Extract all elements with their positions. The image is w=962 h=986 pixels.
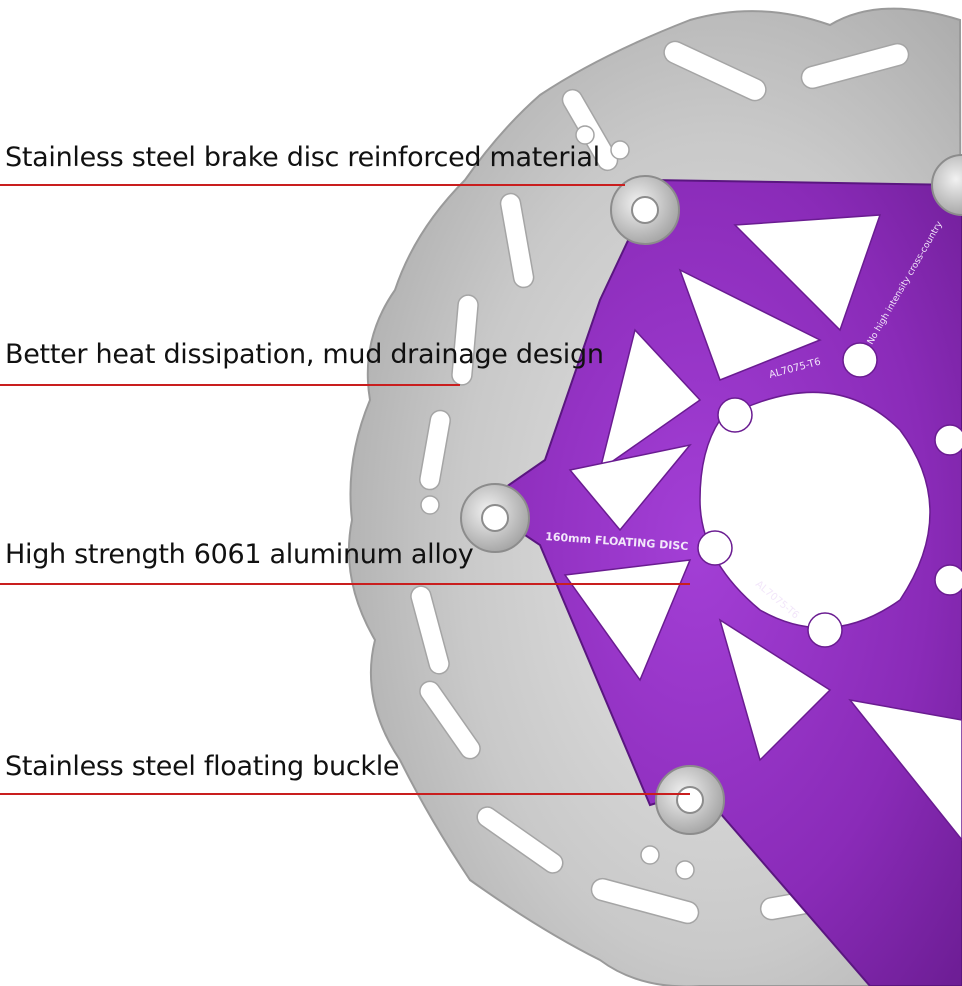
floating-rivets: [460, 154, 962, 835]
callout-text: Stainless steel brake disc reinforced ma…: [5, 142, 600, 173]
callout-line: [0, 793, 690, 795]
callout-text: High strength 6061 aluminum alloy: [5, 539, 474, 570]
callout-line: [0, 384, 460, 386]
callout-line: [0, 184, 625, 186]
carrier-cutouts: [563, 214, 962, 842]
rotor-slots: [410, 40, 910, 925]
carrier-bolt-holes: [697, 342, 962, 648]
callout-text: Better heat dissipation, mud drainage de…: [5, 339, 604, 370]
aluminum-carrier: [478, 178, 962, 986]
callout-line: [0, 583, 690, 585]
callout-text: Stainless steel floating buckle: [5, 751, 400, 782]
rotor-holes: [420, 125, 695, 880]
